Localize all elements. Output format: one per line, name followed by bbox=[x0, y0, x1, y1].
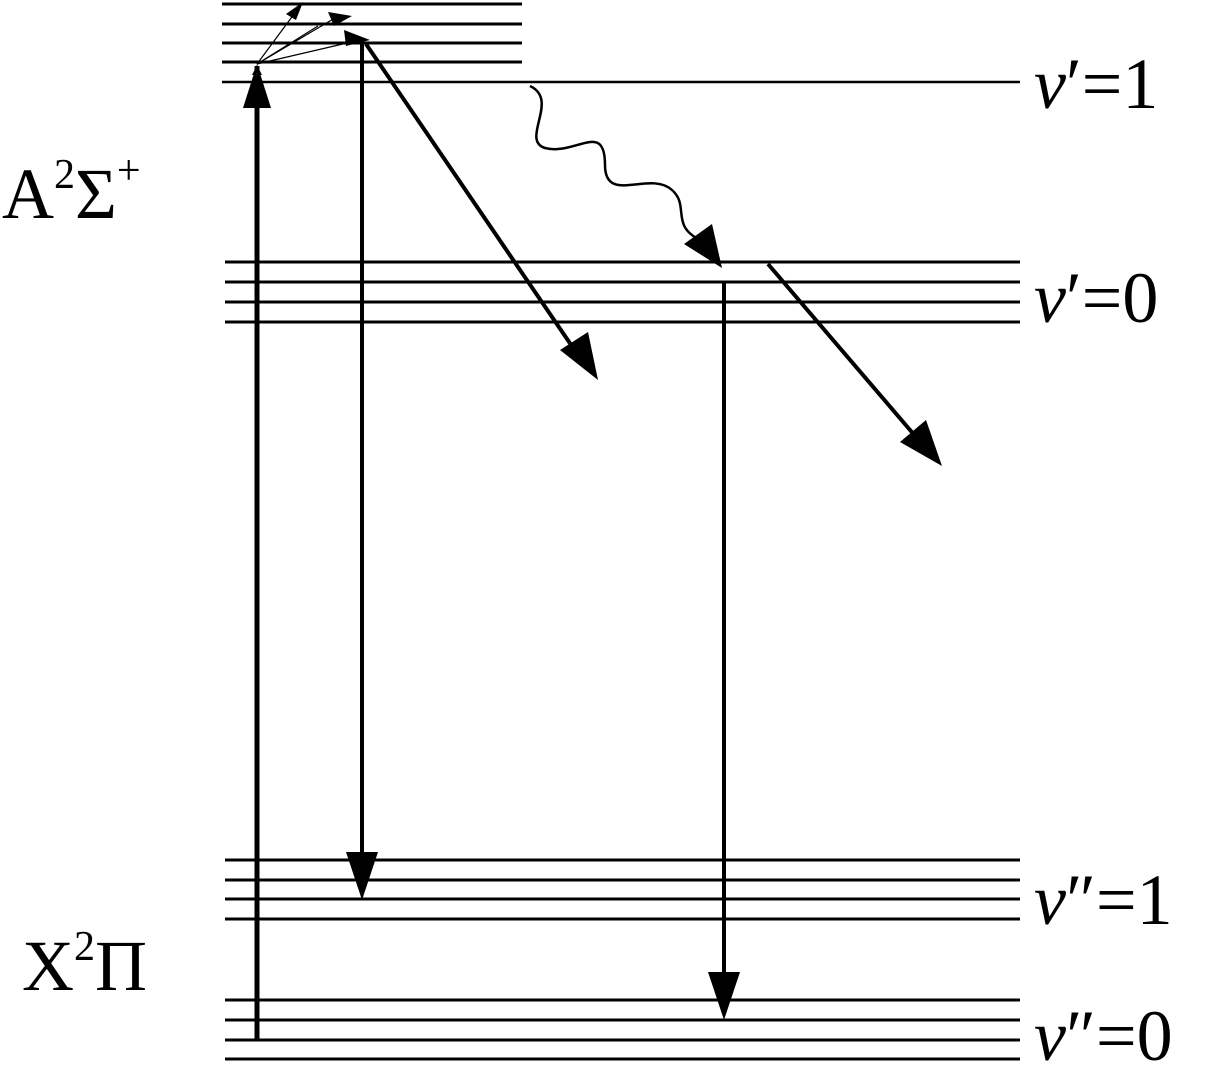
fluorescence-v0-to-v0-arrowhead bbox=[708, 972, 740, 1020]
fluorescence-v1-to-v1-arrowhead bbox=[346, 852, 378, 900]
upper-state-label: A2Σ+ bbox=[2, 148, 141, 234]
upper-v0-levels bbox=[225, 260, 1020, 324]
rotational-transfer-heads bbox=[286, 2, 370, 46]
lower-state-label: X2Π bbox=[22, 924, 147, 1006]
quench-arrow-from-v1 bbox=[364, 42, 582, 360]
lower-v0-levels bbox=[225, 998, 1020, 1061]
rotational-transfer-arrows bbox=[256, 5, 361, 65]
lower-v1-levels bbox=[225, 858, 1020, 921]
label-v-prime-0: v′=0 bbox=[1034, 258, 1158, 338]
vibrational-energy-transfer-head bbox=[684, 224, 722, 268]
label-v-double-prime-1: v″=1 bbox=[1034, 860, 1173, 940]
quench-arrow-from-v1-head bbox=[560, 332, 598, 380]
quench-arrow-from-v0 bbox=[766, 262, 924, 446]
excitation-arrowhead bbox=[243, 64, 271, 108]
label-v-double-prime-0: v″=0 bbox=[1034, 996, 1173, 1065]
vibrational-energy-transfer-wavy-arrow bbox=[529, 84, 701, 242]
label-v-prime-1: v′=1 bbox=[1034, 44, 1158, 124]
quench-arrow-from-v0-head bbox=[900, 420, 942, 466]
